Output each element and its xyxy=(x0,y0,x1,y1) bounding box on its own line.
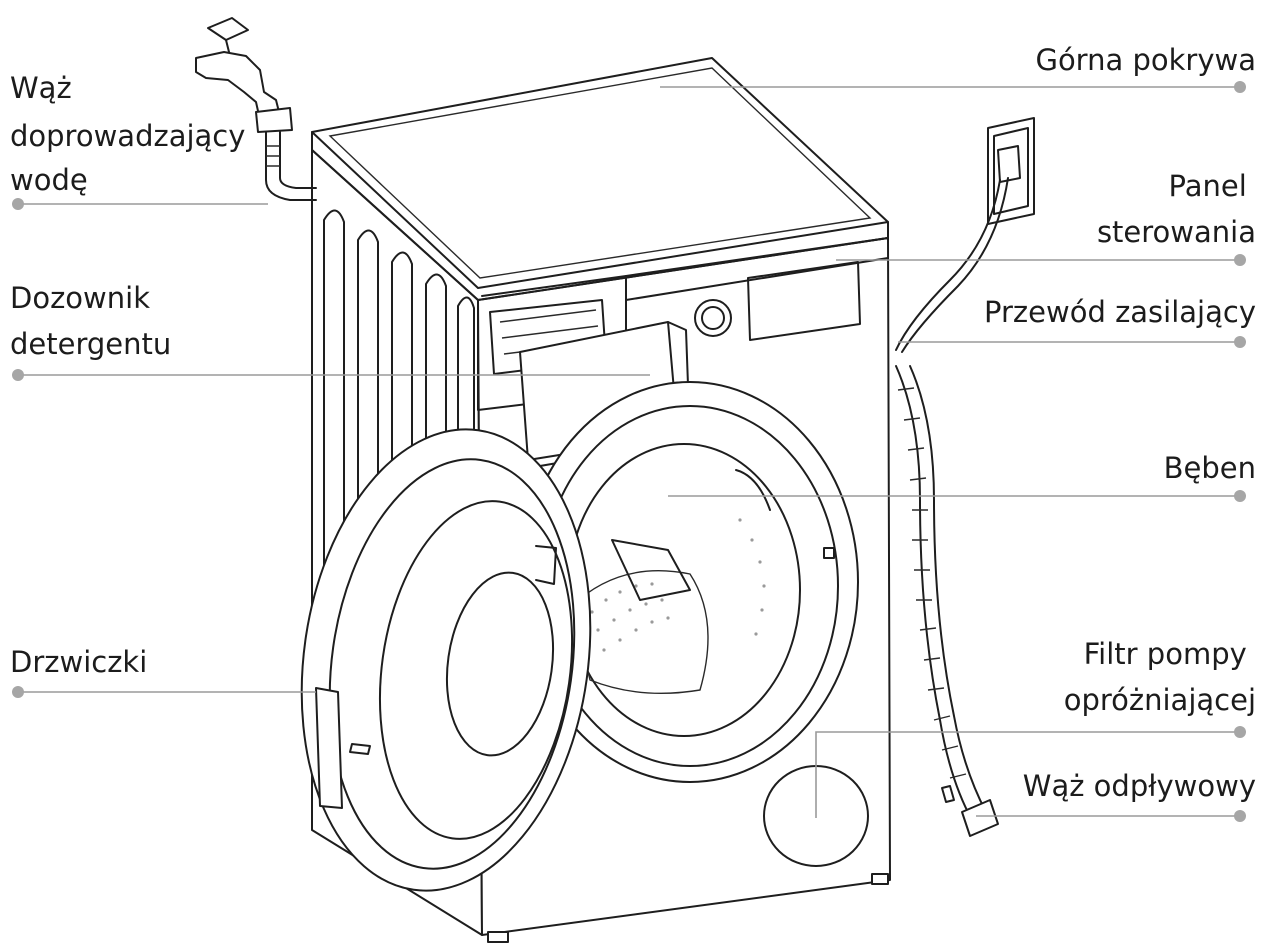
label-drum: Bęben xyxy=(1164,451,1256,485)
leader-door xyxy=(12,686,316,698)
leader-control-panel xyxy=(836,254,1246,266)
machine-feet xyxy=(487,873,889,943)
washing-machine-illustration xyxy=(195,17,1035,943)
wall-socket xyxy=(895,117,1035,353)
leader-drain-pump-filter xyxy=(815,726,1246,818)
leader-drum xyxy=(668,490,1246,502)
leader-lines xyxy=(12,81,1246,822)
label-drain-hose: Wąż odpływowy xyxy=(1023,769,1256,803)
labels: Wąż doprowadzający wodę Dozownik deterge… xyxy=(10,43,1256,803)
label-drain-pump-filter: Filtr pompy opróżniającej xyxy=(1064,637,1256,717)
label-control-panel: Panel sterowania xyxy=(1097,169,1256,249)
leader-top-cover xyxy=(660,81,1246,93)
label-power-cord: Przewód zasilający xyxy=(984,295,1256,329)
drain-hose-shape xyxy=(895,365,999,837)
label-water-inlet-hose: Wąż doprowadzający wodę xyxy=(10,71,255,197)
label-detergent-dispenser: Dozownik detergentu xyxy=(10,281,171,361)
door-shape xyxy=(300,428,592,892)
label-door: Drzwiczki xyxy=(10,645,147,679)
water-tap xyxy=(195,17,317,201)
leader-power-cord xyxy=(898,336,1246,348)
leader-detergent-dispenser xyxy=(12,369,650,381)
leader-drain-hose xyxy=(976,810,1246,822)
leader-water-inlet-hose xyxy=(12,198,268,210)
label-top-cover: Górna pokrywa xyxy=(1035,43,1256,77)
